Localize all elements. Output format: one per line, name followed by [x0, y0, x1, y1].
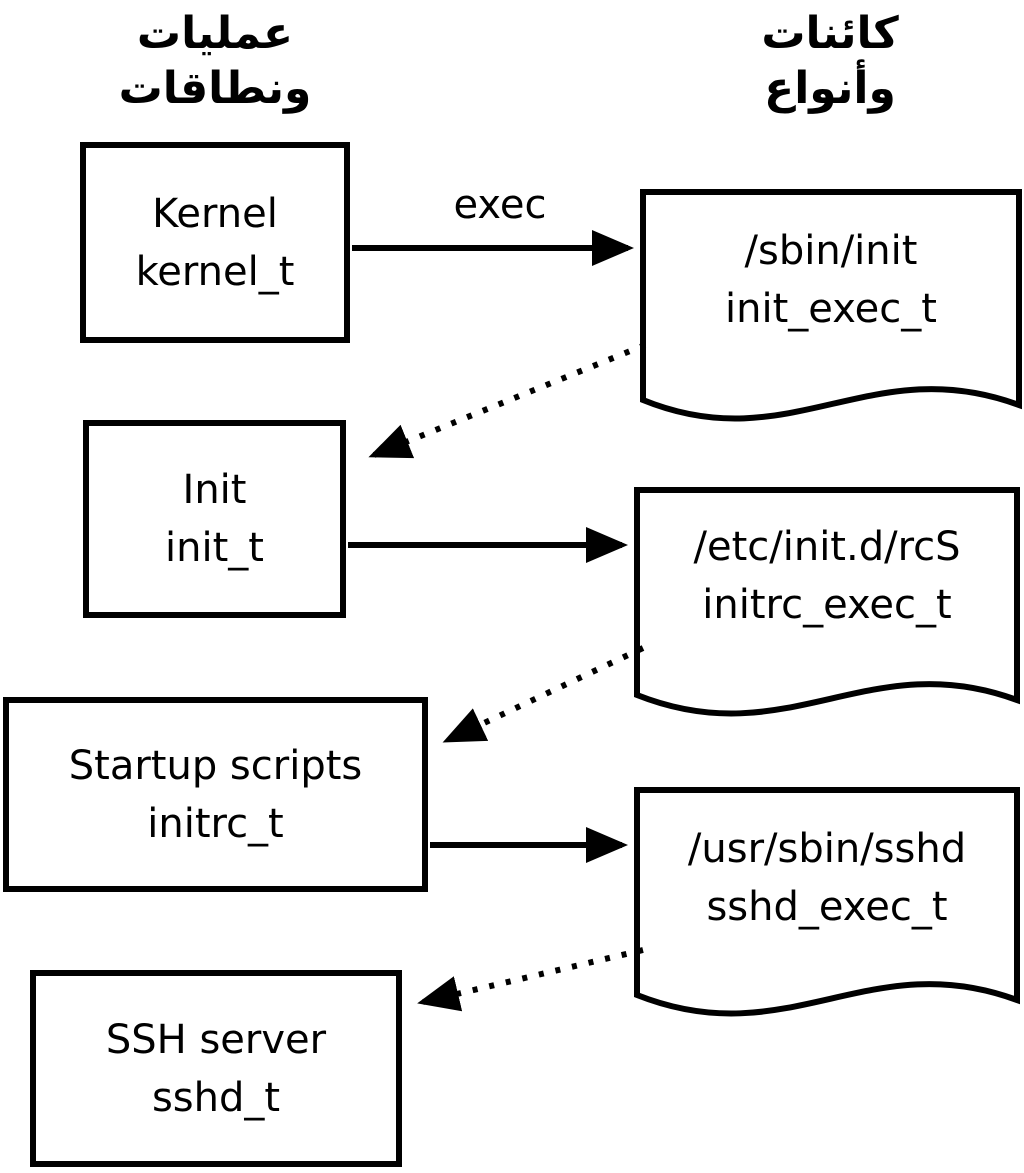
column-header-objects-line2: وأنواع	[764, 63, 896, 114]
process-name-startup-scripts: Startup scripts	[68, 742, 363, 789]
process-type-init: init_t	[165, 525, 264, 571]
process-name-init: Init	[182, 467, 247, 513]
column-header-processes-line2: ونطاقات	[118, 63, 312, 114]
object-type-usr-sbin-sshd: sshd_exec_t	[706, 884, 948, 930]
object-path-sbin-init: /sbin/init	[744, 228, 918, 274]
process-type-startup-scripts: initrc_t	[147, 800, 284, 847]
process-name-ssh-server: SSH server	[105, 1016, 327, 1063]
column-header-objects-line1: كائنات	[761, 8, 899, 59]
column-header-processes: عمليات ونطاقات	[60, 6, 370, 116]
process-type-ssh-server: sshd_t	[151, 1074, 281, 1121]
document-shape-sbin-init	[640, 189, 1022, 422]
process-box-init: Init init_t	[83, 420, 346, 618]
exec-edge-label: exec	[453, 182, 547, 228]
object-path-usr-sbin-sshd: /usr/sbin/sshd	[687, 826, 967, 872]
process-box-kernel: Kernel kernel_t	[80, 142, 350, 343]
transition-arrow-sshdexec-to-sshd	[417, 947, 644, 1012]
process-type-kernel: kernel_t	[135, 248, 295, 295]
object-label-sbin-init: /sbin/init init_exec_t	[643, 222, 1019, 338]
column-header-processes-line1: عمليات	[136, 8, 294, 59]
object-path-etc-initd-rcs: /etc/init.d/rcS	[693, 524, 961, 570]
object-type-etc-initd-rcs: initrc_exec_t	[702, 582, 952, 628]
transition-arrow-initrcexec-to-initrc	[442, 645, 645, 743]
column-header-objects: كائنات وأنواع	[680, 6, 980, 116]
document-shape-etc-initd-rcs	[634, 487, 1020, 717]
process-box-startup-scripts: Startup scripts initrc_t	[3, 697, 428, 892]
process-box-ssh-server: SSH server sshd_t	[30, 970, 402, 1167]
object-label-etc-initd-rcs: /etc/init.d/rcS initrc_exec_t	[637, 518, 1017, 634]
object-label-usr-sbin-sshd: /usr/sbin/sshd sshd_exec_t	[637, 820, 1017, 936]
object-type-sbin-init: init_exec_t	[725, 286, 937, 332]
document-shape-usr-sbin-sshd	[634, 787, 1020, 1017]
transition-arrow-initexec-to-init	[368, 342, 647, 459]
process-name-kernel: Kernel	[152, 190, 278, 237]
